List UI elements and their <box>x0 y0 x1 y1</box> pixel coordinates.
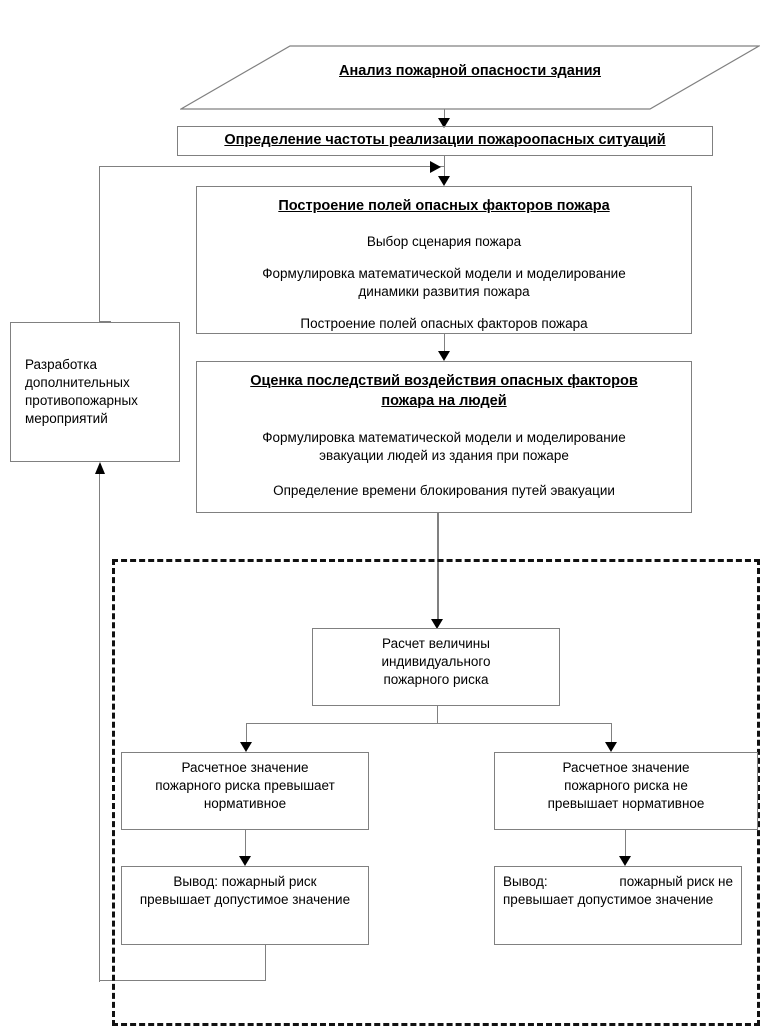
node-conclusion-not-exceeds-label: Вывод: <box>503 874 548 889</box>
node-additional-measures-line-1: Разработка <box>25 356 97 372</box>
node-conclusion-exceeds: Вывод: пожарный риск превышает допустимо… <box>121 866 369 945</box>
feedback-bottom-horizontal <box>99 980 266 982</box>
node-value-exceeds-line-1: Расчетное значение <box>181 760 309 775</box>
connector-frequency-to-fields <box>444 156 446 184</box>
arrowhead-not-exceeds-to-conclusion <box>619 856 631 866</box>
connector-consequences-to-risk <box>437 513 439 626</box>
connector-analysis-to-frequency <box>444 109 446 123</box>
feedback-top-vertical <box>99 166 101 322</box>
node-risk-calculation-line-2: индивидуального <box>381 654 491 670</box>
node-value-not-exceeds-line-2: пожарного риска не <box>564 778 688 794</box>
node-conclusion-not-exceeds-line-2: превышает допустимое значение <box>503 892 714 908</box>
node-fire-fields-line-2: Формулировка математической модели и мод… <box>262 265 626 281</box>
node-additional-measures: Разработка дополнительных противопожарны… <box>10 322 180 462</box>
node-risk-calculation-line-1: Расчет величины <box>382 636 490 651</box>
split-stem <box>437 706 439 724</box>
node-value-exceeds-line-2: пожарного риска превышает <box>155 778 335 794</box>
node-consequences-line-1: Формулировка математической модели и мод… <box>262 430 626 446</box>
node-conclusion-not-exceeds: Вывод: пожарный риск не превышает допуст… <box>494 866 742 945</box>
node-value-not-exceeds: Расчетное значение пожарного риска не пр… <box>494 752 758 830</box>
arrowhead-feedback-into-measures <box>95 462 105 474</box>
node-additional-measures-line-4: мероприятий <box>25 411 108 427</box>
node-consequences-title-line2: пожара на людей <box>381 392 507 409</box>
connector-not-exceeds-to-conclusion <box>625 830 627 862</box>
dashed-region-risk-assessment <box>112 559 760 1026</box>
node-conclusion-not-exceeds-text: пожарный риск не <box>619 874 733 889</box>
arrowhead-split-left <box>240 742 252 752</box>
arrowhead-exceeds-to-conclusion <box>239 856 251 866</box>
split-left-drop <box>246 723 248 745</box>
node-value-not-exceeds-line-3: превышает нормативное <box>547 796 705 812</box>
arrowhead-fields-to-consequences <box>438 351 450 361</box>
node-conclusion-exceeds-line-2: превышает допустимое значение <box>139 892 351 908</box>
feedback-bottom-riser <box>265 945 267 981</box>
node-consequences: Оценка последствий воздействия опасных ф… <box>196 361 692 513</box>
arrowhead-split-right <box>605 742 617 752</box>
split-horizontal <box>246 723 612 725</box>
feedback-top-to-measures <box>99 321 111 323</box>
node-value-not-exceeds-line-1: Расчетное значение <box>562 760 690 775</box>
split-right-drop <box>611 723 613 745</box>
node-frequency-title: Определение частоты реализации пожароопа… <box>224 132 666 149</box>
feedback-top-horizontal <box>99 166 444 168</box>
node-consequences-line-2: эвакуации людей из здания при пожаре <box>319 448 569 464</box>
node-additional-measures-line-3: противопожарных <box>25 393 138 408</box>
node-fire-fields-line-1: Выбор сценария пожара <box>366 233 522 249</box>
arrowhead-frequency-to-fields <box>438 176 450 186</box>
node-conclusion-not-exceeds-line-1: Вывод: пожарный риск не <box>503 873 733 891</box>
node-risk-calculation-line-3: пожарного риска <box>383 672 489 688</box>
node-fire-fields-line-3: динамики развития пожара <box>358 284 530 299</box>
node-value-exceeds-line-3: нормативное <box>203 796 287 812</box>
node-consequences-line-3: Определение времени блокирования путей э… <box>273 482 615 498</box>
arrowhead-feedback-top <box>430 161 441 173</box>
node-fire-fields: Построение полей опасных факторов пожара… <box>196 186 692 334</box>
feedback-bottom-vertical <box>99 474 101 982</box>
parallelogram-shape <box>178 45 762 110</box>
node-additional-measures-line-2: дополнительных <box>25 374 130 390</box>
node-frequency: Определение частоты реализации пожароопа… <box>177 126 713 156</box>
arrowhead-consequences-to-risk <box>431 619 443 629</box>
arrowhead-analysis-to-frequency <box>438 118 450 128</box>
node-conclusion-exceeds-line-1: Вывод: пожарный риск <box>173 874 317 889</box>
node-value-exceeds: Расчетное значение пожарного риска превы… <box>121 752 369 830</box>
node-analysis-parallelogram: Анализ пожарной опасности здания <box>178 45 762 110</box>
connector-fields-to-consequences <box>444 334 446 358</box>
node-fire-fields-title: Построение полей опасных факторов пожара <box>278 198 610 214</box>
node-analysis-label: Анализ пожарной опасности здания <box>339 63 601 79</box>
connector-exceeds-to-conclusion <box>245 830 247 862</box>
node-fire-fields-line-4: Построение полей опасных факторов пожара <box>300 316 588 332</box>
node-risk-calculation: Расчет величины индивидуального пожарног… <box>312 628 560 706</box>
node-consequences-title-line1: Оценка последствий воздействия опасных ф… <box>250 373 638 389</box>
